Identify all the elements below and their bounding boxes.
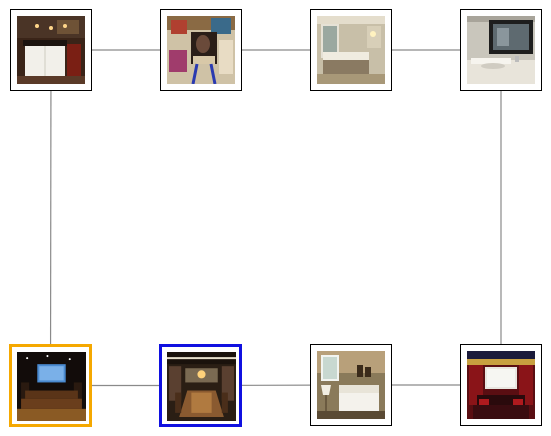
node-bedroom-1[interactable] (310, 9, 392, 91)
kitchen-photo (17, 16, 85, 84)
art-studio-photo (167, 16, 235, 84)
node-bathroom[interactable] (460, 9, 542, 91)
bedroom-1-photo (317, 16, 385, 84)
bedroom-2-photo (317, 351, 385, 419)
node-bedroom-2[interactable] (310, 344, 392, 426)
home-theater-1-photo (17, 352, 86, 421)
dining-cellar-photo (167, 352, 236, 421)
bathroom-photo (467, 16, 535, 84)
node-dining-cellar[interactable] (159, 344, 242, 427)
node-home-theater-2[interactable] (460, 344, 542, 426)
node-art-studio[interactable] (160, 9, 242, 91)
node-home-theater-1[interactable] (9, 344, 92, 427)
home-theater-2-photo (467, 351, 535, 419)
edge-kitchen-home-theater-1 (49, 49, 52, 386)
node-kitchen[interactable] (10, 9, 92, 91)
